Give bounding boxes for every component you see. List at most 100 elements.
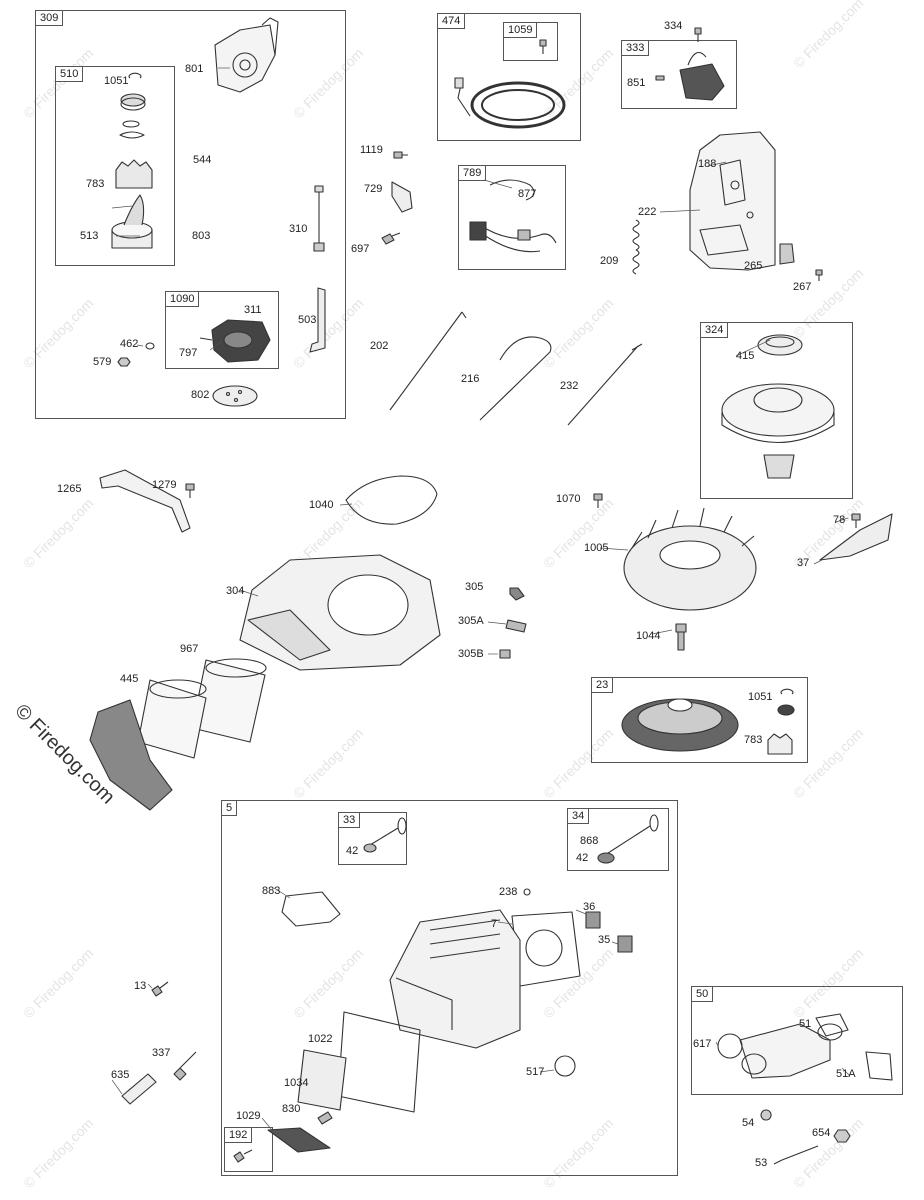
part-label-415: 415 <box>736 350 755 362</box>
part-label-42: 42 <box>346 845 359 857</box>
kit-number: 789 <box>459 166 487 181</box>
kit-number: 1090 <box>166 292 200 307</box>
air-cleaner-base <box>89 699 173 811</box>
screw-1279 <box>185 483 195 498</box>
part-label-37: 37 <box>797 557 810 569</box>
part-label-445: 445 <box>120 673 139 685</box>
wire-harness-789 <box>469 179 557 253</box>
part-label-802: 802 <box>191 389 210 401</box>
screw-1044 <box>675 623 687 651</box>
nut-579 <box>117 357 131 367</box>
part-label-7: 7 <box>491 918 498 930</box>
part-label-877: 877 <box>518 188 537 200</box>
leader-lines <box>111 67 851 1131</box>
head-gasket-7 <box>511 911 581 987</box>
part-label-305: 305 <box>465 581 484 593</box>
part-label-1119: 1119 <box>360 144 383 156</box>
part-label-1040: 1040 <box>309 499 334 511</box>
part-label-617: 617 <box>693 1038 712 1050</box>
kit-number: 474 <box>438 14 466 29</box>
kit-number: 34 <box>568 809 590 824</box>
kit-box-33: 33 <box>338 812 407 865</box>
part-label-42-exhaust: 42 <box>576 852 589 864</box>
kit-box-789: 789 <box>458 165 566 270</box>
spring-209 <box>632 219 640 275</box>
part-label-36: 36 <box>583 901 596 913</box>
part-label-334: 334 <box>664 20 683 32</box>
part-label-783-flywheel: 783 <box>744 734 763 746</box>
part-label-579: 579 <box>93 356 112 368</box>
starter-bracket-801 <box>214 17 279 93</box>
part-label-462: 462 <box>120 338 139 350</box>
part-label-1051: 1051 <box>104 75 129 87</box>
flywheel-23 <box>621 698 739 752</box>
part-label-305a: 305A <box>458 615 484 627</box>
kit-number: 5 <box>222 801 238 816</box>
screw-1059 <box>539 39 547 54</box>
part-label-305b: 305B <box>458 648 484 660</box>
part-label-209: 209 <box>600 255 619 267</box>
part-label-1070: 1070 <box>556 493 581 505</box>
kit-box-324: 324 <box>700 322 853 499</box>
ring-1051 <box>780 688 794 695</box>
air-filter-445 <box>137 679 207 759</box>
kit-number: 309 <box>36 11 64 26</box>
part-label-1279: 1279 <box>152 479 177 491</box>
fan-1005 <box>623 507 757 611</box>
part-label-304: 304 <box>226 585 245 597</box>
part-label-654: 654 <box>812 1127 831 1139</box>
governor-control-333 <box>655 51 725 101</box>
valve-spring-35 <box>617 935 633 953</box>
screw-305b <box>499 649 511 659</box>
valve-spring-36 <box>585 911 601 929</box>
part-label-967: 967 <box>180 643 199 655</box>
screw-1070 <box>593 493 603 508</box>
part-label-222: 222 <box>638 206 657 218</box>
part-label-851: 851 <box>627 77 646 89</box>
starter-gear-783 <box>767 733 793 755</box>
cover-1034 <box>297 1049 347 1111</box>
blower-housing-304 <box>239 554 441 671</box>
washer-54 <box>760 1109 772 1121</box>
kit-number: 510 <box>56 67 84 82</box>
part-label-216: 216 <box>461 373 480 385</box>
kit-number: 1059 <box>504 23 538 38</box>
part-label-188: 188 <box>698 158 717 170</box>
part-label-1034: 1034 <box>284 1077 309 1089</box>
part-label-202: 202 <box>370 340 389 352</box>
bracket-1265 <box>99 469 191 533</box>
solenoid-311 <box>199 319 271 363</box>
screw-1119 <box>393 151 408 159</box>
screw-192 <box>233 1149 253 1163</box>
part-label-544: 544 <box>193 154 212 166</box>
o-ring-517 <box>554 1055 576 1077</box>
kit-number: 333 <box>622 41 650 56</box>
screw-13 <box>151 981 169 997</box>
part-label-232: 232 <box>560 380 579 392</box>
part-label-51a: 51A <box>836 1068 856 1080</box>
spark-plug-337 <box>173 1051 197 1081</box>
screw-78 <box>851 513 861 528</box>
part-label-503: 503 <box>298 314 317 326</box>
part-label-238: 238 <box>499 886 518 898</box>
kit-number: 50 <box>692 987 714 1002</box>
screw-334 <box>694 27 702 42</box>
part-label-697: 697 <box>351 243 370 255</box>
kit-box-192: 192 <box>224 1127 273 1172</box>
part-label-868: 868 <box>580 835 599 847</box>
part-label-51: 51 <box>799 1018 812 1030</box>
kit-number: 23 <box>592 678 614 693</box>
intake-valve-33 <box>363 817 407 853</box>
part-label-311: 311 <box>244 304 262 316</box>
kit-box-1059: 1059 <box>503 22 558 61</box>
part-label-265: 265 <box>744 260 763 272</box>
part-label-517: 517 <box>526 1066 545 1078</box>
part-label-1265: 1265 <box>57 483 82 495</box>
nut-654 <box>833 1129 851 1143</box>
clip-729 <box>391 181 413 213</box>
bolt-310 <box>313 185 325 252</box>
part-label-783: 783 <box>86 178 105 190</box>
part-label-801: 801 <box>185 63 204 75</box>
